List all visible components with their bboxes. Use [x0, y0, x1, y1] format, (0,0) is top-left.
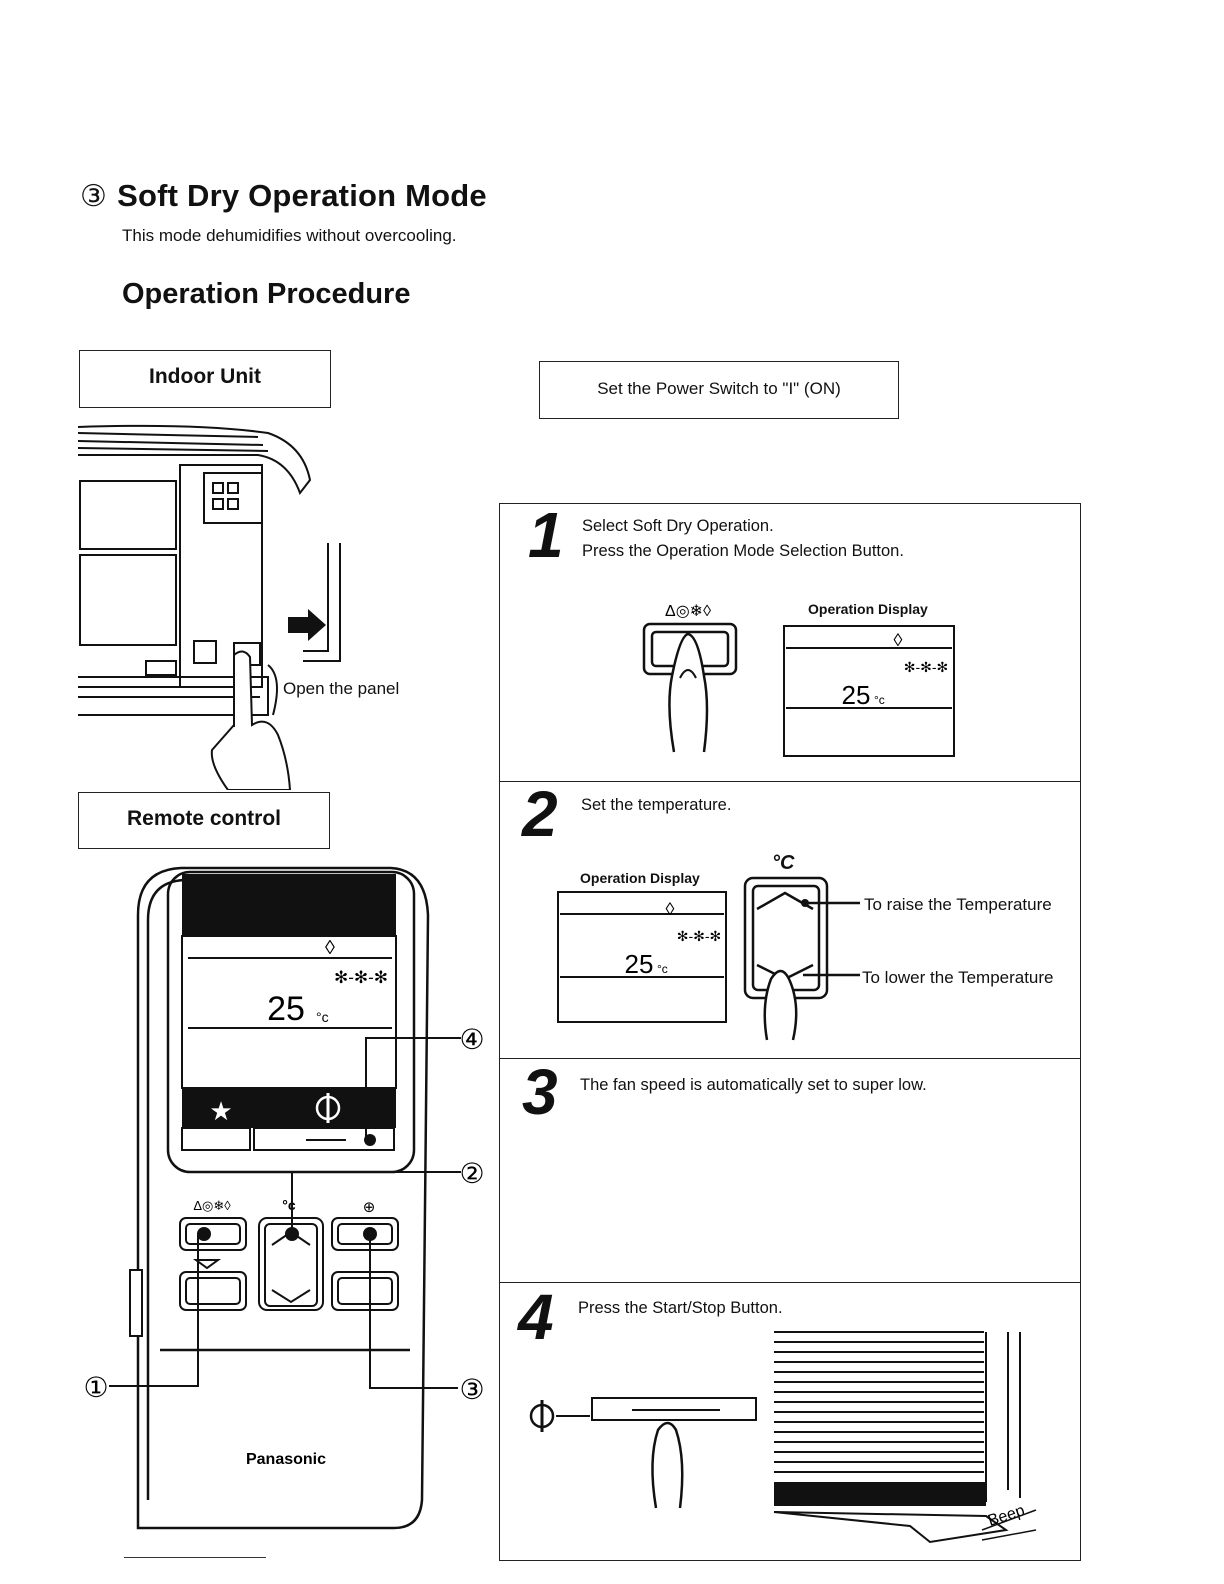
- step-divider-3: [499, 1282, 1080, 1283]
- step-3-number: 3: [522, 1056, 558, 1128]
- step-4-number: 4: [518, 1281, 554, 1353]
- step-2-drop-icon: ◊: [666, 899, 675, 919]
- step-2-text: Set the temperature.: [581, 796, 732, 814]
- step-1-display-label: Operation Display: [808, 601, 928, 617]
- callout-1: ①: [83, 1372, 108, 1403]
- procedure-title: Operation Procedure: [122, 278, 411, 310]
- step-1-drop-icon: ◊: [894, 630, 903, 650]
- power-icon: [315, 1093, 341, 1123]
- mode-icons: Δ◎❄◊: [193, 1198, 231, 1213]
- step-2-temp-unit: °c: [657, 962, 668, 976]
- open-panel-callout: Open the panel: [283, 679, 400, 698]
- star-icon: ★: [209, 1096, 232, 1126]
- fan-speed-icon: ✻-✻-✻: [334, 968, 388, 987]
- section-title: Soft Dry Operation Mode: [117, 178, 487, 213]
- remote-temp-unit: °c: [316, 1009, 329, 1025]
- step-1-text: Select Soft Dry Operation. Press the Ope…: [582, 514, 904, 564]
- start-stop-icon: [529, 1400, 555, 1432]
- step-4-text: Press the Start/Stop Button.: [578, 1299, 783, 1317]
- remote-control-label: Remote control: [126, 807, 281, 830]
- footer-rule: [124, 1557, 266, 1558]
- step-1-temp-unit: °c: [874, 693, 885, 707]
- step-divider-1: [499, 781, 1080, 782]
- brand-logo: Panasonic: [246, 1451, 326, 1468]
- step-4-illustration: Beep: [529, 1331, 1037, 1544]
- step-2-fan-icon: ✻-✻-✻: [677, 928, 722, 944]
- power-switch-note: Set the Power Switch to "I" (ON): [597, 379, 841, 398]
- callout-4: ④: [459, 1024, 484, 1055]
- step-1-line-2: Press the Operation Mode Selection Butto…: [582, 542, 904, 560]
- section-marker: ③: [80, 180, 108, 213]
- step-divider-2: [499, 1058, 1080, 1059]
- step-1-line-1: Select Soft Dry Operation.: [582, 517, 774, 535]
- section-heading: ③ Soft Dry Operation Mode: [80, 178, 487, 214]
- temp-unit-icon: °c: [282, 1197, 296, 1213]
- fan-icon: ⊕: [363, 1199, 376, 1216]
- indoor-unit-label-box: Indoor Unit: [79, 350, 331, 408]
- indoor-unit-illustration: [78, 424, 341, 790]
- callout-3: ③: [459, 1374, 484, 1405]
- step-2-temp: 25: [625, 949, 654, 979]
- step-1-fan-icon: ✻-✻-✻: [904, 659, 949, 675]
- step-2-unit-symbol: °C: [772, 852, 795, 874]
- step-1-number: 1: [528, 499, 564, 571]
- remote-control-label-box: Remote control: [78, 792, 330, 849]
- drop-icon: ◊: [325, 937, 335, 959]
- step-1-illustration: Δ◎❄◊ ◊ ✻-✻-✻ 25 °c: [642, 603, 955, 757]
- power-switch-note-box: Set the Power Switch to "I" (ON): [539, 361, 899, 419]
- remote-temp-display: 25: [267, 990, 305, 1028]
- raise-temperature-label: To raise the Temperature: [864, 895, 1052, 914]
- indoor-unit-label: Indoor Unit: [149, 365, 261, 388]
- step-1-temp: 25: [842, 680, 871, 710]
- step-2-display-label: Operation Display: [580, 870, 700, 886]
- section-description: This mode dehumidifies without overcooli…: [122, 226, 457, 245]
- callout-2: ②: [459, 1158, 484, 1189]
- mode-selection-icons: Δ◎❄◊: [665, 603, 711, 620]
- step-2-illustration: ◊ ✻-✻-✻ 25 °c: [557, 876, 860, 1041]
- lower-temperature-label: To lower the Temperature: [862, 968, 1054, 987]
- remote-control-illustration: ★ ◊ ✻-✻-✻ 25 °c Δ◎❄◊ °c ⊕ Panasonic ① ② …: [83, 866, 485, 1530]
- step-3-text: The fan speed is automatically set to su…: [580, 1076, 927, 1094]
- step-2-number: 2: [522, 778, 558, 850]
